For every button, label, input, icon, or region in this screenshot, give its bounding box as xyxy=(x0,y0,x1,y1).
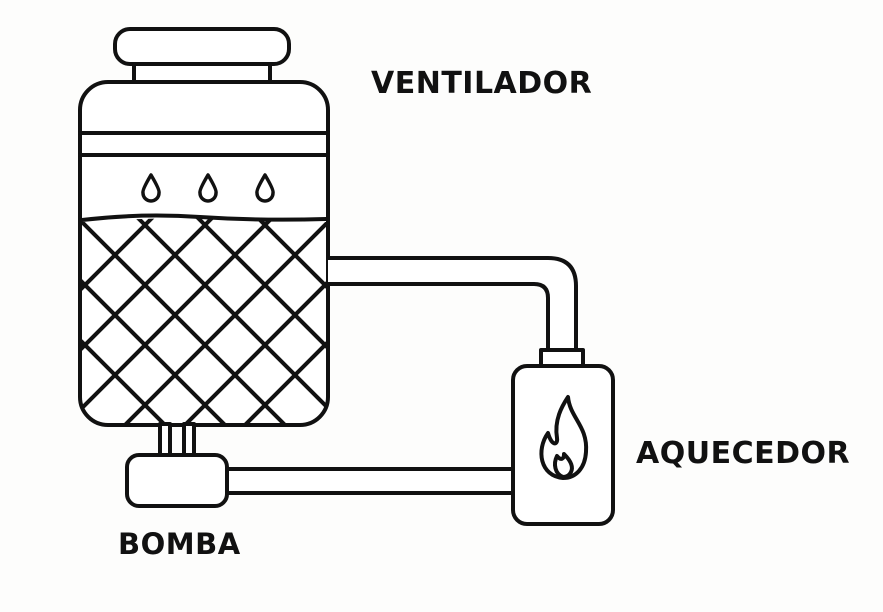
crosshatch-mesh xyxy=(82,218,326,423)
aquecedor-label: AQUECEDOR xyxy=(636,436,851,471)
pump-assembly xyxy=(125,422,515,508)
droplets xyxy=(141,173,275,203)
water-line xyxy=(80,213,328,222)
pipe-tank-to-heater xyxy=(328,256,578,354)
tank-neck xyxy=(132,62,272,84)
droplet-icon xyxy=(141,173,161,203)
tank-cap xyxy=(113,27,291,66)
flame-icon xyxy=(539,395,589,480)
ventilador-label: VENTILADOR xyxy=(371,66,593,101)
pump-leg-right xyxy=(182,422,196,458)
bomba-label: BOMBA xyxy=(118,527,241,561)
pump-body xyxy=(125,453,229,508)
droplet-icon xyxy=(255,173,275,203)
pipe-pump-to-heater xyxy=(220,467,515,495)
heater-body xyxy=(511,364,615,526)
droplet-icon xyxy=(198,173,218,203)
flame-inner-icon xyxy=(553,452,574,479)
heater xyxy=(511,348,615,526)
pump-leg-left xyxy=(158,422,172,458)
